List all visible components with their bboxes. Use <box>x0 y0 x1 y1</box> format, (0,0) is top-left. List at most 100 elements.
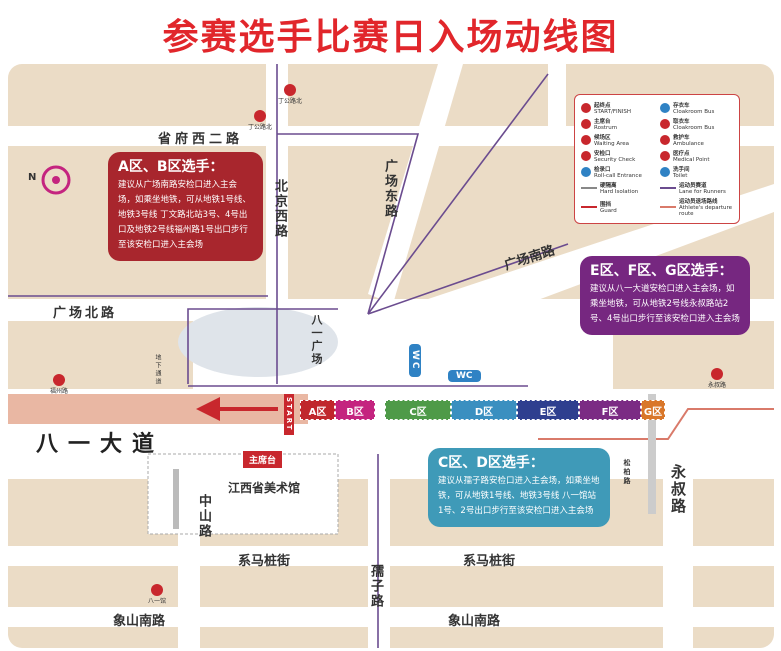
rostrum-icon <box>581 119 591 129</box>
road-label: 八一大道 <box>36 432 165 457</box>
metro-station: 八一馆 <box>148 584 166 605</box>
legend-label-en: Hard Isolation <box>600 189 639 195</box>
metro-station: 丁公路北 <box>278 84 302 105</box>
legend-label-zh: 围挡 <box>600 202 612 208</box>
legend-label-zh: 主席台 <box>594 119 611 125</box>
legend-label-en: Waiting Area <box>594 141 630 147</box>
legend-label-zh: 候场区 <box>594 135 611 141</box>
road-label: 北京西路 <box>272 179 287 239</box>
rostrum-label: 主席台 <box>243 451 283 468</box>
legend-label-en: Medical Point <box>673 157 710 163</box>
place-label: 八一广场 <box>310 314 323 366</box>
callout-efg: E区、F区、G区选手：建议从八一大道安检口进入主会场，如乘坐地铁，可从地铁2号线… <box>580 256 750 335</box>
arrow-line-icon <box>660 206 676 208</box>
road-label: 省府西二路 <box>158 132 244 147</box>
page-title: 参赛选手比赛日入场动线图 <box>162 17 619 58</box>
wc-icon: WC <box>448 370 481 382</box>
callout-cd: C区、D区选手：建议从孺子路安检口进入主会场，如乘坐地铁，可从地铁1号线、地铁3… <box>428 448 610 527</box>
zone-3: C区 <box>385 400 451 420</box>
ambulance-icon <box>660 135 670 145</box>
zone-5: E区 <box>517 400 579 420</box>
callout-ab: A区、B区选手：建议从广场南路安检口进入主会场，如乘坐地铁，可从地铁1号线、地铁… <box>108 152 263 261</box>
road-label: 孺子路 <box>368 564 383 609</box>
road-label: 象山南路 <box>448 614 501 629</box>
security-icon <box>581 151 591 161</box>
road-label: 广场东路 <box>382 159 397 219</box>
eye-icon <box>581 135 591 145</box>
zone-6: F区 <box>579 400 641 420</box>
compass-north-label: N <box>28 172 37 183</box>
legend-label-en: Rostrum <box>594 125 618 131</box>
legend-label-en: Roll-call Entrance <box>594 173 642 179</box>
zone-4: D区 <box>451 400 517 420</box>
road-network <box>8 64 774 648</box>
entrance-arrow-icon <box>581 167 591 177</box>
zone-2: B区 <box>335 400 375 420</box>
legend-label-zh: 取衣车 <box>673 119 690 125</box>
road-label: 系马桩街 <box>463 554 516 569</box>
legend-label-en: Cloakroom Bus <box>673 109 715 115</box>
legend-label-en: START/FINISH <box>594 109 631 115</box>
place-label: 地下通道 <box>154 354 161 386</box>
metro-icon <box>711 368 723 380</box>
legend-label-zh: 硬隔离 <box>600 183 617 189</box>
dash-line-icon <box>581 187 597 189</box>
metro-station: 丁公路北 <box>248 110 272 131</box>
road-label: 系马桩街 <box>238 554 291 569</box>
metro-icon <box>53 374 65 386</box>
legend-label-zh: 洗手间 <box>673 167 690 173</box>
metro-station: 永叔路 <box>708 368 726 389</box>
arrow-line-icon <box>660 187 676 189</box>
flag-icon <box>581 103 591 113</box>
road-label: 松柏路 <box>623 459 631 486</box>
zone-1: A区 <box>300 400 335 420</box>
metro-icon <box>151 584 163 596</box>
legend-label-zh: 医疗点 <box>673 151 690 157</box>
legend-label-zh: 救护车 <box>673 135 690 141</box>
legend-label-zh: 存衣车 <box>673 103 690 109</box>
map[interactable]: 省府西二路 北京西路 广场东路 广场北路 广场南路 八一大道 中山路 孺子路 永… <box>8 64 774 648</box>
legend-label-en: Athlete's departure route <box>679 205 733 217</box>
metro-station: 福州路 <box>50 374 68 395</box>
legend-label-en: Ambulance <box>673 141 704 147</box>
legend-label-zh: 检录口 <box>594 167 611 173</box>
legend-label-en: Lane for Runners <box>679 189 726 195</box>
road-label: 象山南路 <box>113 614 166 629</box>
wc-icon: WC <box>409 344 421 377</box>
legend-label-en: Cloakroom Bus <box>673 125 715 131</box>
legend-label-zh: 安检口 <box>594 151 611 157</box>
zone-7: G区 <box>641 400 665 420</box>
dash-line-icon <box>581 206 597 208</box>
compass-icon <box>41 165 71 195</box>
metro-icon <box>284 84 296 96</box>
road-label: 中山路 <box>196 494 211 539</box>
place-label: 江西省美术馆 <box>228 481 301 495</box>
legend-label-en: Toilet <box>673 173 688 179</box>
wc-icon <box>660 167 670 177</box>
road-label: 广场北路 <box>53 306 118 321</box>
bus-icon <box>660 103 670 113</box>
road-label: 永叔路 <box>669 464 687 515</box>
legend-label-en: Security Check <box>594 157 636 163</box>
medical-cross-icon <box>660 151 670 161</box>
legend-label-en: Guard <box>600 208 617 214</box>
start-label: START <box>284 394 294 435</box>
legend-label-zh: 运动员退场路线 <box>679 199 718 205</box>
legend-label-zh: 起终点 <box>594 103 611 109</box>
bus-icon <box>660 119 670 129</box>
